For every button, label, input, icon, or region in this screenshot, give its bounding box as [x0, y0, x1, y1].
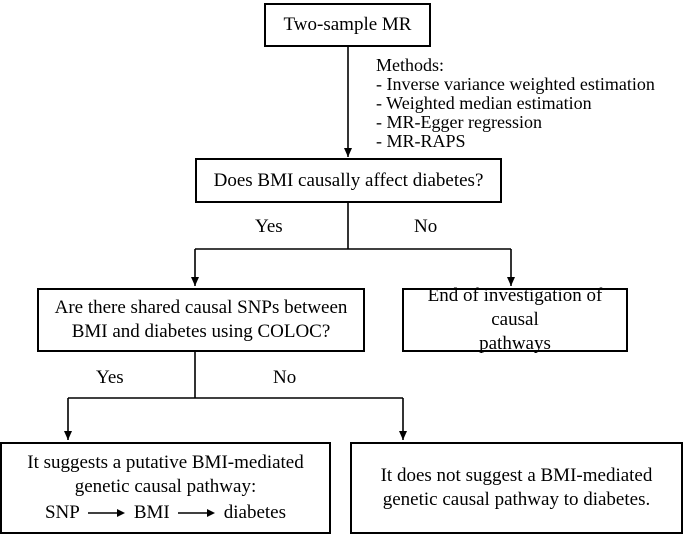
end-investigation-box: End of investigation of causal pathways	[402, 285, 628, 354]
branch-no-2: No	[273, 367, 297, 388]
pathway-bmi: BMI	[133, 502, 170, 523]
method-item: - Weighted median estimation	[376, 93, 592, 113]
pathway-diabetes: diabetes	[223, 502, 287, 523]
question-bmi-box: Does BMI causally affect diabetes?	[195, 158, 502, 203]
suggests-line2: genetic causal pathway:	[74, 476, 257, 497]
no-pathway-box: It does not suggest a BMI-mediated genet…	[350, 442, 683, 534]
question-coloc-box: Are there shared causal SNPs between BMI…	[37, 288, 365, 352]
method-item: - Inverse variance weighted estimation	[376, 74, 655, 94]
arrow-right-icon	[177, 509, 215, 517]
question-coloc-line2: BMI and diabetes using COLOC?	[71, 321, 331, 342]
pathway-snp: SNP	[44, 502, 80, 523]
question-coloc-line1: Are there shared causal SNPs between	[54, 297, 348, 318]
suggests-pathway-box: It suggests a putative BMI-mediated gene…	[0, 442, 331, 534]
suggests-line1: It suggests a putative BMI-mediated	[27, 452, 304, 473]
methods-title: Methods:	[376, 55, 445, 75]
methods-list: Methods: - Inverse variance weighted est…	[376, 56, 655, 151]
branch-yes-2: Yes	[96, 367, 124, 388]
causal-pathway: SNP BMI diabetes	[27, 501, 304, 525]
method-item: - MR-RAPS	[376, 131, 466, 151]
two-sample-mr-box: Two-sample MR	[264, 3, 431, 47]
method-item: - MR-Egger regression	[376, 112, 542, 132]
branch-yes-1: Yes	[255, 216, 283, 237]
end-line2: pathways	[479, 333, 551, 354]
question-bmi-label: Does BMI causally affect diabetes?	[213, 169, 484, 191]
arrow-right-icon	[87, 509, 125, 517]
two-sample-mr-label: Two-sample MR	[283, 14, 412, 35]
not-suggest-line2: genetic causal pathway to diabetes.	[382, 489, 651, 510]
end-line1: End of investigation of causal	[427, 285, 603, 330]
not-suggest-line1: It does not suggest a BMI-mediated	[380, 465, 653, 486]
branch-no-1: No	[414, 216, 438, 237]
